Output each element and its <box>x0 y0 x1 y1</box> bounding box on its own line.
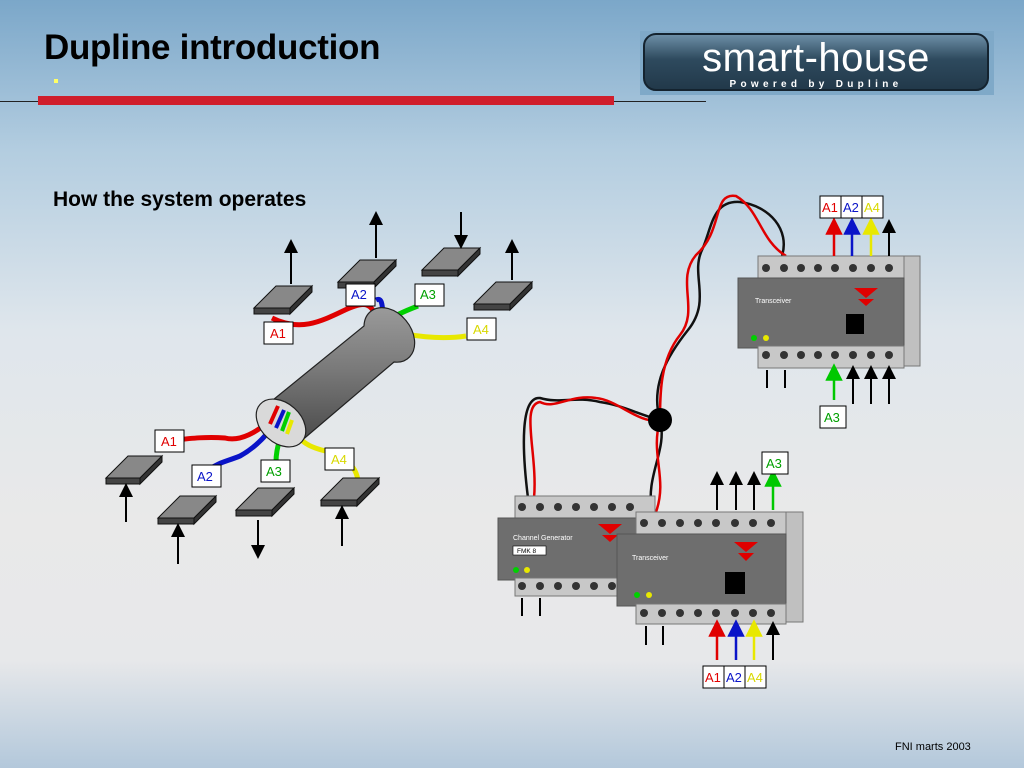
footer-date: FNI marts 2003 <box>895 741 971 753</box>
bullet-marker <box>54 79 58 83</box>
fmk-label: FMK 8 <box>517 548 537 555</box>
smart-house-logo: smart-house Powered by Dupline <box>640 31 994 95</box>
label-a1-bottom-transceiver: A1 <box>705 670 721 685</box>
slide-title: Dupline introduction <box>44 28 381 67</box>
module-lower-1 <box>104 454 164 522</box>
label-a2-top-transceiver: A2 <box>843 200 859 215</box>
module-upper-2 <box>336 211 398 290</box>
transceiver-top-label: Transceiver <box>755 298 792 305</box>
module-upper-4 <box>472 239 534 312</box>
logo-badge: smart-house Powered by Dupline <box>643 33 989 91</box>
bottom-transceiver-arrows <box>708 469 782 660</box>
module-upper-3 <box>420 212 482 278</box>
label-a2-bottom-transceiver: A2 <box>726 670 742 685</box>
transceiver-top: Transceiver <box>737 255 921 388</box>
transceiver-bottom: Transceiver <box>616 511 804 645</box>
label-a1-upper: A1 <box>270 326 286 341</box>
top-transceiver-arrows <box>825 217 896 404</box>
cable-bundle <box>155 296 467 481</box>
label-a1-top-transceiver: A1 <box>822 200 838 215</box>
channel-label-boxes: A1 A2 A3 A4 A1 A2 A3 A4 A1 A2 A4 A3 A3 A… <box>154 195 884 689</box>
label-a3-bottom-transceiver: A3 <box>766 456 782 471</box>
logo-tagline: Powered by Dupline <box>729 79 903 90</box>
module-lower-2 <box>156 494 218 564</box>
label-a3-top-transceiver: A3 <box>824 410 840 425</box>
module-lower-4 <box>319 476 381 546</box>
logo-main-text: smart-house <box>702 36 930 80</box>
label-a3-lower: A3 <box>266 464 282 479</box>
label-a3-upper: A3 <box>420 287 436 302</box>
section-subtitle: How the system operates <box>53 188 307 211</box>
label-a2-lower: A2 <box>197 469 213 484</box>
title-rule-red <box>38 96 614 105</box>
module-lower-3 <box>234 486 296 559</box>
label-a4-top-transceiver: A4 <box>864 200 880 215</box>
twisted-pair-bus <box>522 194 787 513</box>
module-upper-1 <box>252 239 314 316</box>
channel-generator-label: Channel Generator <box>513 535 573 542</box>
label-a4-upper: A4 <box>473 322 489 337</box>
transceiver-bottom-label: Transceiver <box>632 555 669 562</box>
label-a4-lower: A4 <box>331 452 347 467</box>
label-a2-upper: A2 <box>351 287 367 302</box>
label-a4-bottom-transceiver: A4 <box>747 670 763 685</box>
label-a1-lower: A1 <box>161 434 177 449</box>
junction-node <box>648 408 672 432</box>
